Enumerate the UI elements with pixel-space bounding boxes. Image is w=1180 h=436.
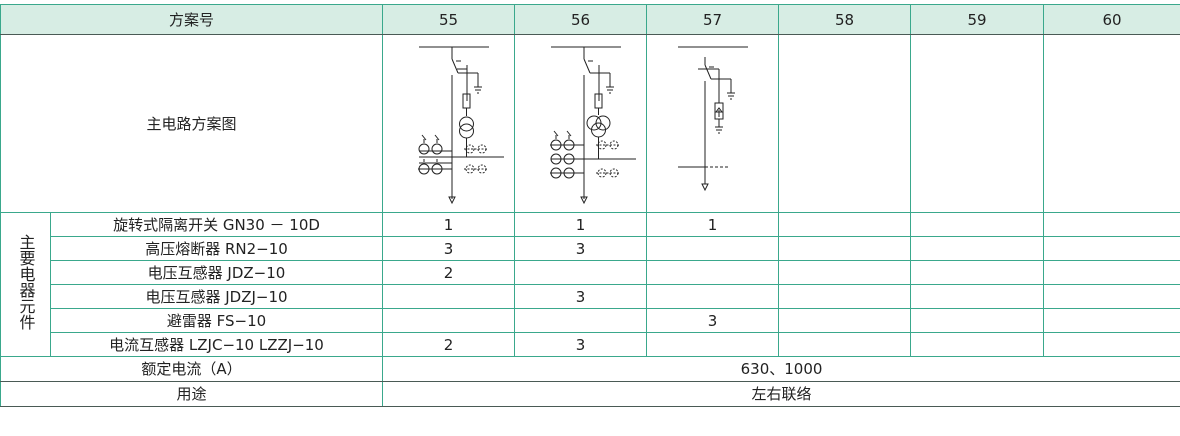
component-name: 电压互感器 JDZJ−10	[49, 284, 384, 309]
component-value	[382, 284, 516, 309]
component-value	[778, 260, 912, 285]
table-row: 避雷器 FS−10 3	[1, 308, 1180, 333]
table-row: 主要电器元件 旋转式隔离开关 GN30 － 10D 1 1 1	[0, 212, 1180, 357]
component-value	[382, 308, 516, 333]
diagram-row: 主电路方案图	[0, 34, 1180, 213]
rated-current-label: 额定电流（A）	[0, 356, 384, 382]
diagram-56	[514, 34, 648, 213]
component-value: 3	[514, 236, 648, 261]
scheme-60: 60	[1043, 4, 1180, 35]
component-value	[1043, 260, 1180, 285]
component-value: 3	[514, 284, 648, 309]
component-value: 2	[382, 260, 516, 285]
scheme-number-label: 方案号	[0, 4, 384, 35]
table-row: 电压互感器 JDZ−10 2	[1, 260, 1180, 285]
circuit-diagram-56	[526, 39, 636, 209]
component-value: 3	[646, 308, 780, 333]
component-value	[910, 332, 1045, 357]
component-name: 避雷器 FS−10	[49, 308, 384, 333]
component-value	[646, 332, 780, 357]
diagram-59	[910, 34, 1045, 213]
component-value	[778, 212, 912, 237]
circuit-diagram-57	[658, 39, 768, 209]
component-value	[910, 236, 1045, 261]
component-value: 1	[382, 212, 516, 237]
component-value: 3	[382, 236, 516, 261]
diagram-60	[1043, 34, 1180, 213]
component-value	[1043, 236, 1180, 261]
table-row: 电流互感器 LZJC−10 LZZJ−10 2 3	[1, 332, 1180, 357]
component-value	[514, 260, 648, 285]
component-value	[646, 284, 780, 309]
component-value	[778, 332, 912, 357]
component-value	[910, 212, 1045, 237]
circuit-diagram-55	[394, 39, 504, 209]
rated-current-value: 630、1000	[382, 356, 1180, 382]
scheme-58: 58	[778, 4, 912, 35]
component-value: 1	[514, 212, 648, 237]
group-label-cell: 主要电器元件	[0, 212, 51, 357]
component-value	[778, 284, 912, 309]
diagram-58	[778, 34, 912, 213]
component-value	[646, 260, 780, 285]
component-name: 电压互感器 JDZ−10	[49, 260, 384, 285]
usage-row: 用途 左右联络	[0, 381, 1180, 407]
usage-label: 用途	[0, 381, 384, 407]
component-value: 2	[382, 332, 516, 357]
diagram-55	[382, 34, 516, 213]
component-value	[910, 284, 1045, 309]
component-value	[514, 308, 648, 333]
table-row: 高压熔断器 RN2−10 3 3	[1, 236, 1180, 261]
rated-current-row: 额定电流（A） 630、1000	[0, 356, 1180, 382]
component-value	[1043, 332, 1180, 357]
main-circuit-label: 主电路方案图	[0, 34, 384, 213]
component-name: 高压熔断器 RN2−10	[49, 236, 384, 261]
spec-table: 方案号 55 56 57 58 59 60 主电路方案图	[0, 4, 1180, 407]
component-value	[778, 308, 912, 333]
scheme-55: 55	[382, 4, 516, 35]
usage-value: 左右联络	[382, 381, 1180, 407]
scheme-59: 59	[910, 4, 1045, 35]
component-value	[1043, 212, 1180, 237]
component-value	[646, 236, 780, 261]
component-value	[1043, 308, 1180, 333]
header-row: 方案号 55 56 57 58 59 60	[0, 4, 1180, 35]
diagram-57	[646, 34, 780, 213]
main-components-label: 主要电器元件	[16, 234, 36, 330]
scheme-56: 56	[514, 4, 648, 35]
component-value	[778, 236, 912, 261]
component-name: 电流互感器 LZJC−10 LZZJ−10	[49, 332, 384, 357]
component-value	[1043, 284, 1180, 309]
component-name: 旋转式隔离开关 GN30 － 10D	[49, 212, 384, 237]
component-value	[910, 308, 1045, 333]
component-value	[910, 260, 1045, 285]
table-row: 电压互感器 JDZJ−10 3	[1, 284, 1180, 309]
component-value: 3	[514, 332, 648, 357]
component-value: 1	[646, 212, 780, 237]
scheme-57: 57	[646, 4, 780, 35]
